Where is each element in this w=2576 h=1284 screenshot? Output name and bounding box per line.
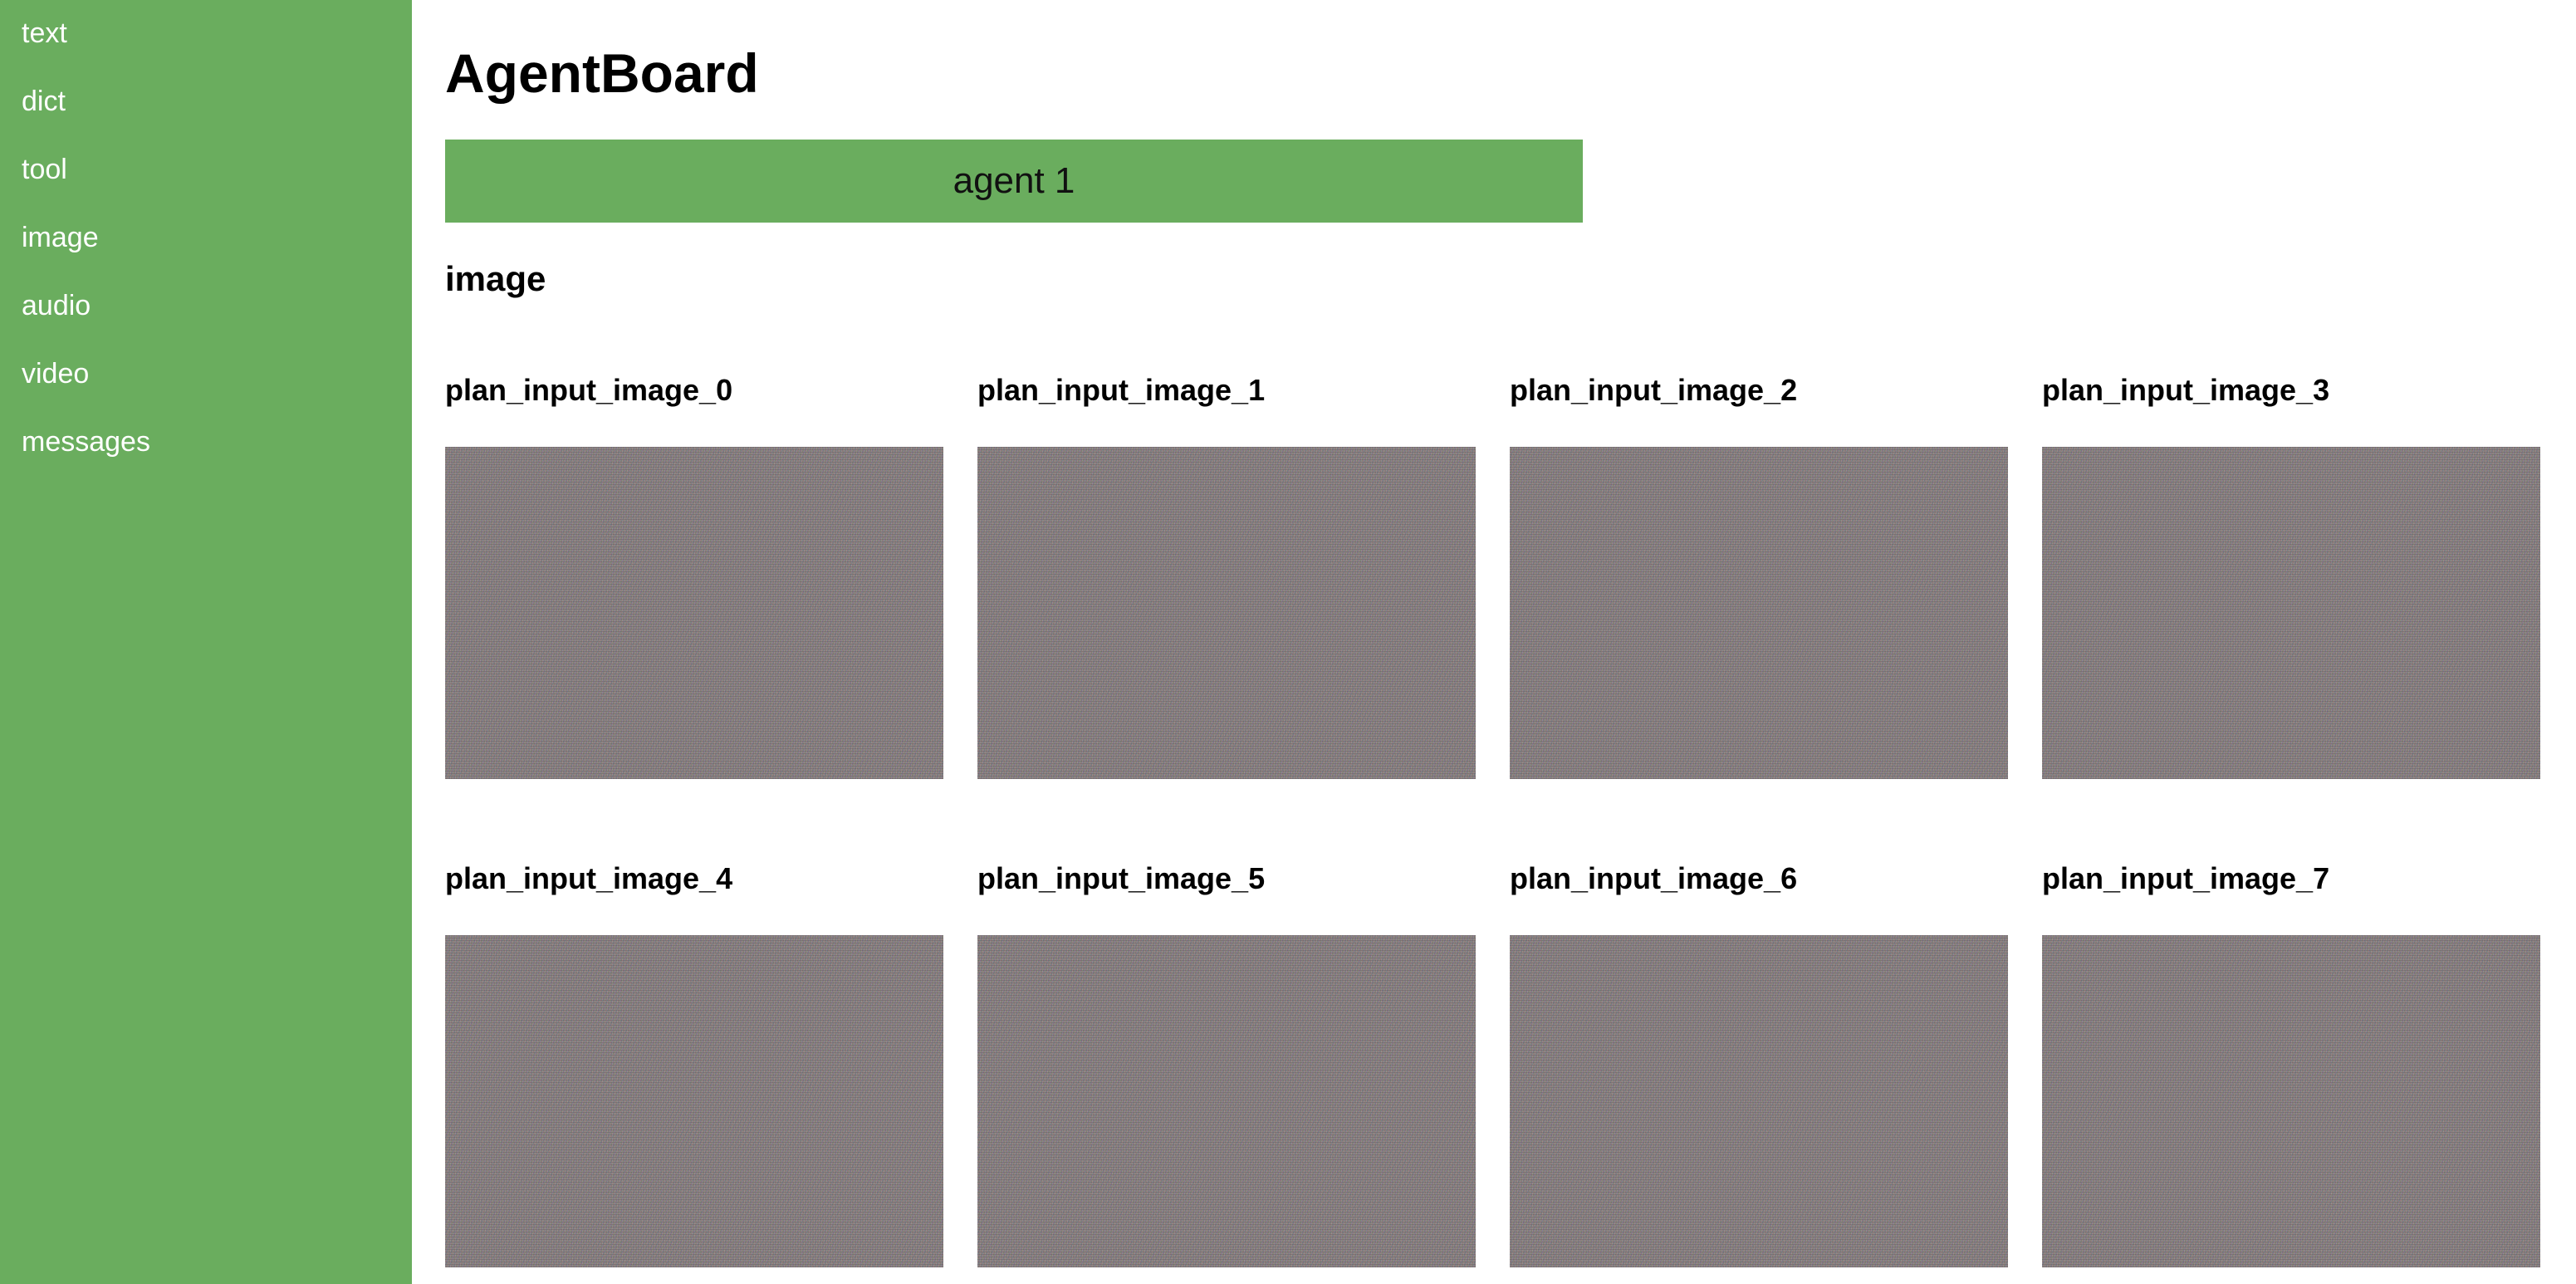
sidebar-item-audio[interactable]: audio	[22, 290, 91, 321]
image-card-title: plan_input_image_2	[1510, 373, 1798, 407]
main-content: AgentBoard agent 1 image plan_input_imag…	[412, 0, 2576, 1284]
image-card: plan_input_image_0	[445, 372, 943, 779]
image-card-title: plan_input_image_5	[977, 861, 1266, 895]
image-card: plan_input_image_4	[445, 860, 943, 1267]
section-title: image	[445, 259, 546, 298]
image-card: plan_input_image_1	[977, 372, 1476, 779]
sidebar-item-image[interactable]: image	[22, 222, 99, 253]
sidebar: text dict tool image audio video message…	[0, 0, 412, 1284]
image-thumbnail	[1510, 447, 2008, 779]
image-thumbnail	[445, 935, 943, 1267]
image-card: plan_input_image_5	[977, 860, 1476, 1267]
image-card-title: plan_input_image_7	[2042, 861, 2330, 895]
image-thumbnail	[445, 447, 943, 779]
image-card-title: plan_input_image_4	[445, 861, 733, 895]
image-card: plan_input_image_7	[2042, 860, 2540, 1267]
image-card-title: plan_input_image_3	[2042, 373, 2330, 407]
image-thumbnail	[977, 447, 1476, 779]
image-card: plan_input_image_2	[1510, 372, 2008, 779]
page-title: AgentBoard	[445, 42, 759, 104]
agent-tab[interactable]: agent 1	[445, 140, 1583, 223]
sidebar-item-messages[interactable]: messages	[22, 426, 150, 458]
image-card-title: plan_input_image_0	[445, 373, 733, 407]
sidebar-item-text[interactable]: text	[22, 17, 67, 49]
image-thumbnail	[2042, 447, 2540, 779]
image-card-title: plan_input_image_6	[1510, 861, 1798, 895]
sidebar-item-dict[interactable]: dict	[22, 86, 66, 117]
image-card: plan_input_image_6	[1510, 860, 2008, 1267]
image-thumbnail	[977, 935, 1476, 1267]
image-card: plan_input_image_3	[2042, 372, 2540, 779]
image-thumbnail	[1510, 935, 2008, 1267]
sidebar-item-video[interactable]: video	[22, 358, 90, 390]
image-card-title: plan_input_image_1	[977, 373, 1266, 407]
sidebar-item-tool[interactable]: tool	[22, 154, 67, 185]
image-thumbnail	[2042, 935, 2540, 1267]
